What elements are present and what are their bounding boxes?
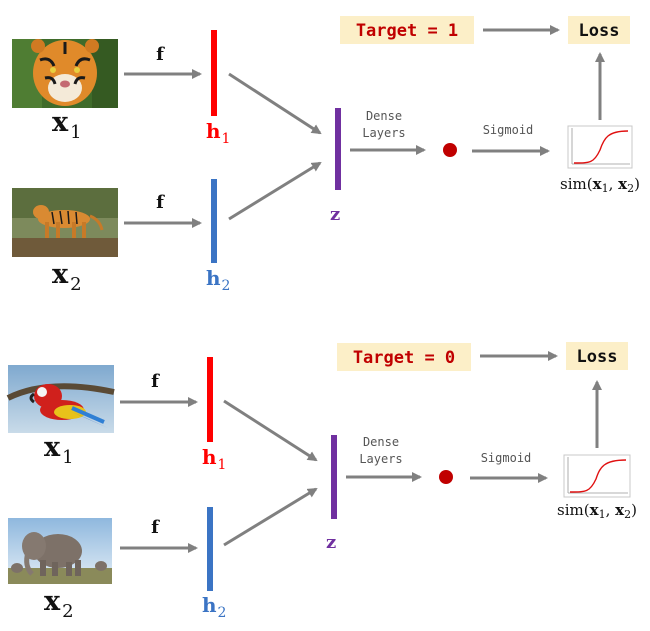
h1-vector-bar (211, 30, 217, 116)
dense-label-line1: Dense (366, 109, 402, 123)
dense-label-line1-b: Dense (363, 435, 399, 449)
score-dot-b (439, 470, 453, 484)
similarity-label: sim(x1, x2) (560, 175, 640, 195)
target-badge (340, 16, 474, 44)
h1-label-b: h1 (202, 445, 226, 473)
loss-badge (568, 16, 630, 44)
loss-label: Loss (579, 21, 620, 41)
loss-label-b: Loss (577, 347, 618, 367)
z-vector-bar-b (331, 435, 337, 519)
f2-label: f (156, 192, 165, 213)
macaw-image (6, 365, 115, 433)
dense-label-line2: Layers (362, 126, 405, 140)
target-label-b: Target = 0 (353, 348, 455, 368)
elephant-image (8, 518, 112, 584)
f1-label: f (156, 44, 165, 65)
sigmoid-label: Sigmoid (483, 123, 534, 137)
z-label: z (330, 204, 340, 225)
h2-vector-bar (211, 179, 217, 263)
h1-vector-bar-b (207, 357, 213, 442)
h2-vector-bar-b (207, 507, 213, 591)
f1-label-b: f (151, 371, 160, 392)
target-label: Target = 1 (356, 21, 458, 41)
h1-to-z-arrow-b (223, 399, 318, 462)
f2-label-b: f (151, 517, 160, 538)
h2-to-z-arrow-b (223, 487, 318, 547)
h1-to-z-arrow (228, 72, 322, 135)
z-label-b: z (326, 532, 336, 553)
h1-label: h1 (206, 119, 230, 147)
h2-to-z-arrow (228, 161, 322, 221)
h2-label: h2 (206, 266, 230, 294)
target-badge-b (337, 343, 471, 371)
h2-label-b: h2 (202, 593, 226, 621)
similarity-label-b: sim(x1, x2) (557, 501, 637, 521)
tiger-body-image (12, 188, 118, 257)
sigmoid-plot-b (563, 454, 631, 498)
score-dot (443, 143, 457, 157)
tiger-face-image (12, 39, 118, 108)
dense-label-line2-b: Layers (359, 452, 402, 466)
sigmoid-plot (567, 125, 633, 169)
loss-badge-b (566, 342, 628, 370)
z-vector-bar (335, 108, 341, 190)
sigmoid-label-b: Sigmoid (481, 451, 532, 465)
